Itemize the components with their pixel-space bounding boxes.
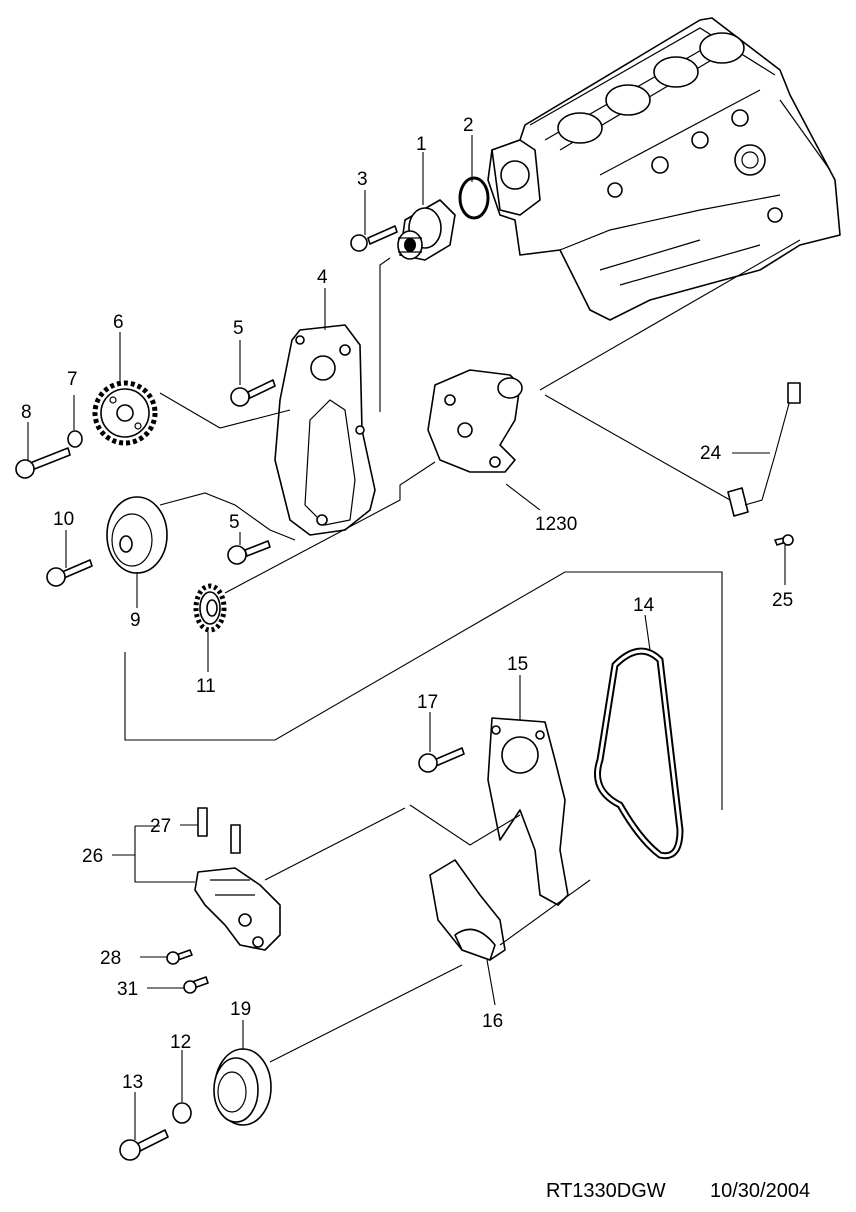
crankshaft-gear	[193, 583, 227, 633]
bracket-bolt-31	[183, 976, 209, 994]
callout-14: 14	[633, 595, 655, 616]
timing-belt	[594, 647, 684, 860]
callout-31: 31	[117, 979, 138, 1000]
callout-15: 15	[507, 654, 528, 675]
callout-10: 10	[53, 509, 74, 530]
callout-1: 1	[416, 134, 427, 155]
drawing-date: 10/30/2004	[710, 1180, 810, 1202]
cover-bolt-upper	[230, 379, 276, 407]
callout-5-upper: 5	[233, 318, 244, 339]
callout-26: 26	[82, 846, 103, 867]
callout-19: 19	[230, 999, 251, 1020]
callout-27: 27	[150, 816, 171, 837]
callout-24: 24	[700, 443, 722, 464]
sensor-screw	[774, 534, 794, 546]
callout-13: 13	[122, 1072, 143, 1093]
callout-3: 3	[357, 169, 368, 190]
rear-timing-cover	[274, 324, 376, 536]
water-pump	[397, 199, 456, 261]
callout-28: 28	[100, 948, 121, 969]
leader-lines	[27, 135, 801, 1140]
callout-17: 17	[417, 692, 438, 713]
callout-2: 2	[463, 115, 474, 136]
callout-9: 9	[130, 610, 141, 631]
front-cover-lower	[429, 859, 506, 961]
drawing-id: RT1330DGW	[546, 1180, 666, 1202]
gear-bolt-8	[15, 447, 71, 479]
washer-7	[67, 430, 83, 448]
o-ring	[458, 176, 490, 220]
callout-7: 7	[67, 369, 78, 390]
pulley-bolt	[119, 1129, 169, 1161]
engine-mount-bracket	[194, 807, 281, 951]
callout-16: 16	[482, 1011, 503, 1032]
tensioner-bolt	[46, 559, 93, 587]
callout-12: 12	[170, 1032, 191, 1053]
camshaft-gear	[92, 380, 158, 446]
callout-1230: 1230	[535, 514, 577, 535]
cover-bolt-17	[418, 747, 465, 773]
callout-4: 4	[317, 267, 328, 288]
bracket-bolt-28	[166, 949, 193, 965]
callout-25: 25	[772, 590, 793, 611]
engine-block	[487, 17, 841, 321]
callout-8: 8	[21, 402, 32, 423]
cover-bolt-lower	[227, 540, 271, 565]
callouts: 1 2 3 4 5 5 6 7 8 9 10 11 12 13 14 15 16…	[21, 115, 793, 1093]
callout-5-lower: 5	[229, 512, 240, 533]
pump-bolt	[350, 225, 398, 252]
crankshaft-pulley	[213, 1048, 272, 1126]
sensor-24	[727, 382, 801, 517]
washer-12	[172, 1102, 192, 1124]
tensioner-pulley	[106, 496, 168, 574]
callout-6: 6	[113, 312, 124, 333]
callout-11: 11	[196, 676, 216, 697]
oil-pump	[427, 369, 523, 473]
front-cover-upper	[487, 717, 569, 906]
